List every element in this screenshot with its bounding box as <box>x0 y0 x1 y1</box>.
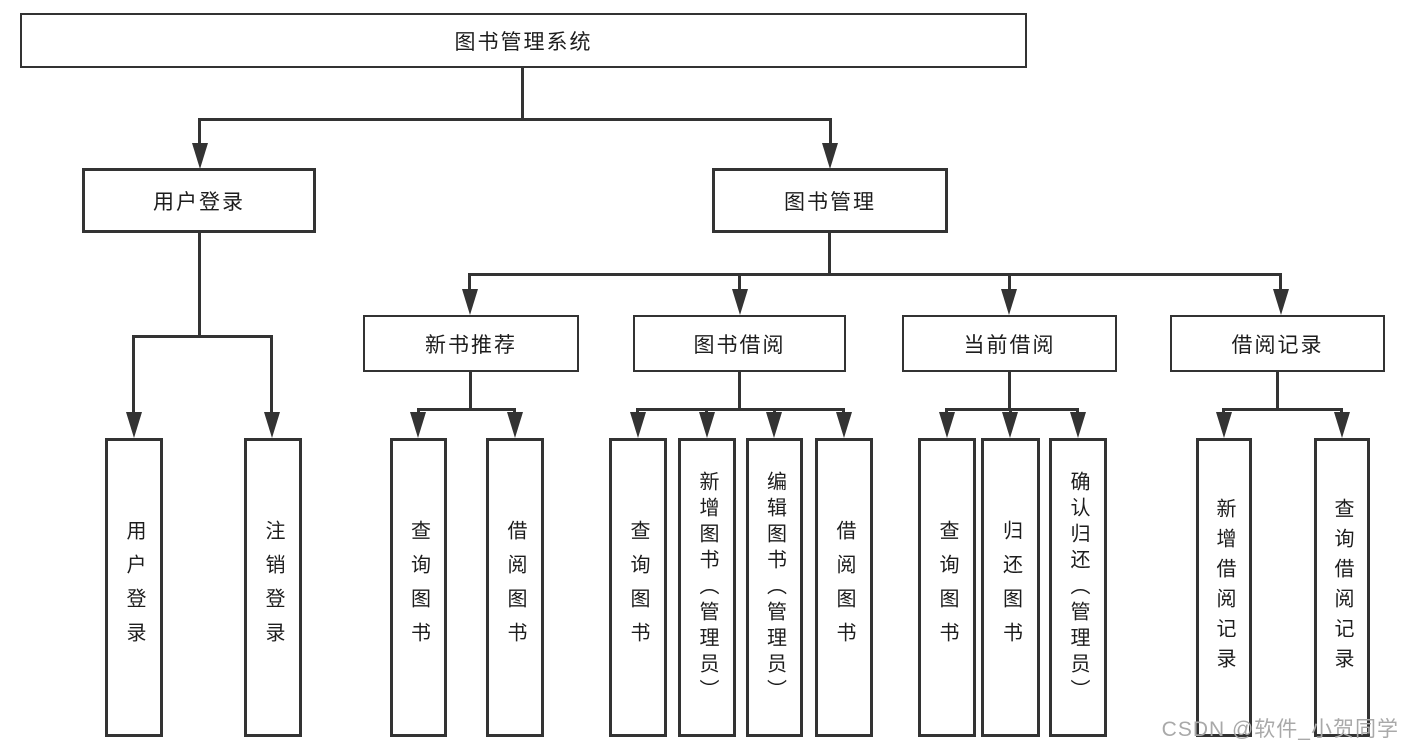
connector-line <box>945 408 1079 411</box>
connector-line <box>705 408 708 415</box>
connector-line <box>417 408 420 415</box>
node-root-label: 图书管理系统 <box>454 30 593 54</box>
connector-line <box>198 118 832 121</box>
connector-line <box>1008 273 1011 291</box>
connector-line <box>842 408 845 415</box>
leaf-user-login: 用户登录 <box>105 438 163 737</box>
leaf-add-borrow-record-label: 新增借阅记录 <box>1213 497 1235 678</box>
connector-line <box>773 408 776 415</box>
leaf-add-books-admin: 新增图书（管理员） <box>678 438 736 737</box>
leaf-query-books-current-label: 查询图书 <box>936 519 958 656</box>
watermark-text: CSDN @软件_小贺同学 <box>1161 718 1399 741</box>
leaf-query-books-current: 查询图书 <box>918 438 976 737</box>
connector-line <box>636 408 639 415</box>
node-book-management-label: 图书管理 <box>784 190 876 214</box>
connector-line <box>469 372 472 408</box>
connector-line <box>468 273 471 291</box>
connector-line <box>198 118 201 145</box>
leaf-query-books-recommend-label: 查询图书 <box>407 519 430 656</box>
connector-line <box>828 233 831 273</box>
leaf-return-books-label: 归还图书 <box>999 519 1022 656</box>
connector-line <box>1076 408 1079 415</box>
connector-line <box>1222 408 1343 411</box>
connector-line <box>1279 273 1282 291</box>
leaf-add-books-admin-label: 新增图书（管理员） <box>696 470 718 705</box>
node-user-login-label: 用户登录 <box>153 190 245 214</box>
arrow-down-icon <box>1334 412 1350 438</box>
leaf-query-books-borrow: 查询图书 <box>609 438 667 737</box>
connector-line <box>132 335 135 414</box>
leaf-logout: 注销登录 <box>244 438 302 737</box>
leaf-borrow-books-recommend: 借阅图书 <box>486 438 544 737</box>
connector-line <box>1008 372 1011 408</box>
arrow-down-icon <box>1001 289 1017 315</box>
leaf-return-books: 归还图书 <box>981 438 1040 737</box>
leaf-confirm-return-admin: 确认归还（管理员） <box>1049 438 1107 737</box>
leaf-logout-label: 注销登录 <box>262 519 284 656</box>
leaf-edit-books-admin: 编辑图书（管理员） <box>746 438 803 737</box>
arrow-down-icon <box>732 289 748 315</box>
connector-line <box>1340 408 1343 415</box>
arrow-down-icon <box>1216 412 1232 438</box>
connector-line <box>829 118 832 145</box>
arrow-down-icon <box>264 412 280 438</box>
node-book-borrowing: 图书借阅 <box>633 315 846 372</box>
connector-line <box>417 408 516 411</box>
node-new-book-recommendation: 新书推荐 <box>363 315 579 372</box>
connector-line <box>468 273 1282 276</box>
arrow-down-icon <box>630 412 646 438</box>
node-book-management: 图书管理 <box>712 168 948 233</box>
leaf-query-borrow-record: 查询借阅记录 <box>1314 438 1370 737</box>
arrow-down-icon <box>1002 412 1018 438</box>
arrow-down-icon <box>192 143 208 169</box>
leaf-borrow-books-label: 借阅图书 <box>833 519 855 656</box>
leaf-query-books-recommend: 查询图书 <box>390 438 447 737</box>
node-borrowing-records: 借阅记录 <box>1170 315 1385 372</box>
leaf-edit-books-admin-label: 编辑图书（管理员） <box>763 470 786 705</box>
node-root: 图书管理系统 <box>20 13 1027 68</box>
arrow-down-icon <box>836 412 852 438</box>
arrow-down-icon <box>1070 412 1086 438</box>
arrow-down-icon <box>507 412 523 438</box>
leaf-user-login-label: 用户登录 <box>123 519 145 656</box>
node-current-borrowing-label: 当前借阅 <box>963 333 1056 357</box>
connector-line <box>198 233 201 335</box>
connector-line <box>513 408 516 415</box>
arrow-down-icon <box>822 143 838 169</box>
connector-line <box>945 408 948 415</box>
connector-line <box>1276 372 1279 408</box>
leaf-confirm-return-admin-label: 确认归还（管理员） <box>1067 470 1089 705</box>
connector-line <box>738 372 741 408</box>
arrow-down-icon <box>462 289 478 315</box>
leaf-borrow-books-recommend-label: 借阅图书 <box>504 519 526 656</box>
connector-line <box>636 408 845 411</box>
connector-line <box>521 68 524 118</box>
node-current-borrowing: 当前借阅 <box>902 315 1117 372</box>
node-user-login: 用户登录 <box>82 168 316 233</box>
connector-line <box>270 335 273 414</box>
node-new-book-recommendation-label: 新书推荐 <box>425 333 517 357</box>
node-borrowing-records-label: 借阅记录 <box>1231 333 1324 357</box>
connector-line <box>1222 408 1225 415</box>
leaf-query-books-borrow-label: 查询图书 <box>627 519 649 656</box>
leaf-borrow-books: 借阅图书 <box>815 438 873 737</box>
connector-line <box>132 335 273 338</box>
arrow-down-icon <box>699 412 715 438</box>
connector-line <box>1009 408 1012 415</box>
arrow-down-icon <box>766 412 782 438</box>
arrow-down-icon <box>939 412 955 438</box>
leaf-query-borrow-record-label: 查询借阅记录 <box>1331 497 1353 678</box>
leaf-add-borrow-record: 新增借阅记录 <box>1196 438 1252 737</box>
connector-line <box>738 273 741 291</box>
arrow-down-icon <box>410 412 426 438</box>
node-book-borrowing-label: 图书借阅 <box>693 333 786 357</box>
arrow-down-icon <box>1273 289 1289 315</box>
arrow-down-icon <box>126 412 142 438</box>
